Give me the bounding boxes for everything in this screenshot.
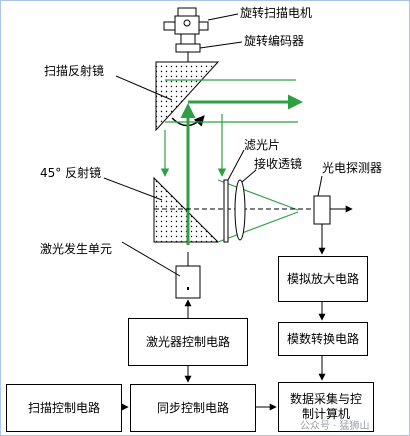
box-scan-controller: 扫描控制电路 xyxy=(6,384,122,432)
box-analog-amplifier: 模拟放大电路 xyxy=(278,256,368,302)
watermark: 公众号 · 猛狮山 xyxy=(300,421,370,432)
block-connectors xyxy=(121,224,326,411)
daq-line-2: 制计算机 xyxy=(301,407,350,421)
leader-scan-mirror xyxy=(115,75,173,101)
label-rotary-encoder: 旋转编码器 xyxy=(244,34,305,48)
box-daq-computer: 数据采集与控 制计算机 xyxy=(278,382,374,432)
leader-mirror45 xyxy=(103,177,163,201)
label-rotary-motor: 旋转扫描电机 xyxy=(240,6,313,20)
photodetector-shape xyxy=(313,195,331,225)
leader-filter xyxy=(227,149,245,181)
label-mirror45: 45° 反射镜 xyxy=(40,166,102,180)
leader-lens xyxy=(241,169,257,183)
filter-shape xyxy=(223,179,229,243)
label-recv-lens: 接收透镜 xyxy=(254,157,303,171)
laser-unit-shape xyxy=(175,265,201,299)
label-scan-mirror: 扫描反射镜 xyxy=(44,64,105,78)
label-laser-unit: 激光发生单元 xyxy=(40,242,113,256)
leader-photodetector xyxy=(317,175,323,197)
rotary-encoder xyxy=(175,43,201,62)
recv-lens-shape xyxy=(234,179,246,241)
box-sync-controller: 同步控制电路 xyxy=(130,384,256,432)
daq-line-1: 数据采集与控 xyxy=(289,392,362,406)
scan-mirror-shape xyxy=(155,61,220,132)
box-laser-controller: 激光器控制电路 xyxy=(128,318,248,366)
mirror45-shape xyxy=(153,176,220,243)
leader-encoder xyxy=(199,41,243,49)
box-adc: 模数转换电路 xyxy=(278,322,368,356)
leader-motor xyxy=(207,13,239,21)
label-photodetector: 光电探测器 xyxy=(322,161,383,175)
label-filter: 滤光片 xyxy=(244,138,281,152)
beam-paths xyxy=(160,79,303,245)
leader-laser xyxy=(121,241,181,277)
rotary-motor xyxy=(163,7,209,45)
